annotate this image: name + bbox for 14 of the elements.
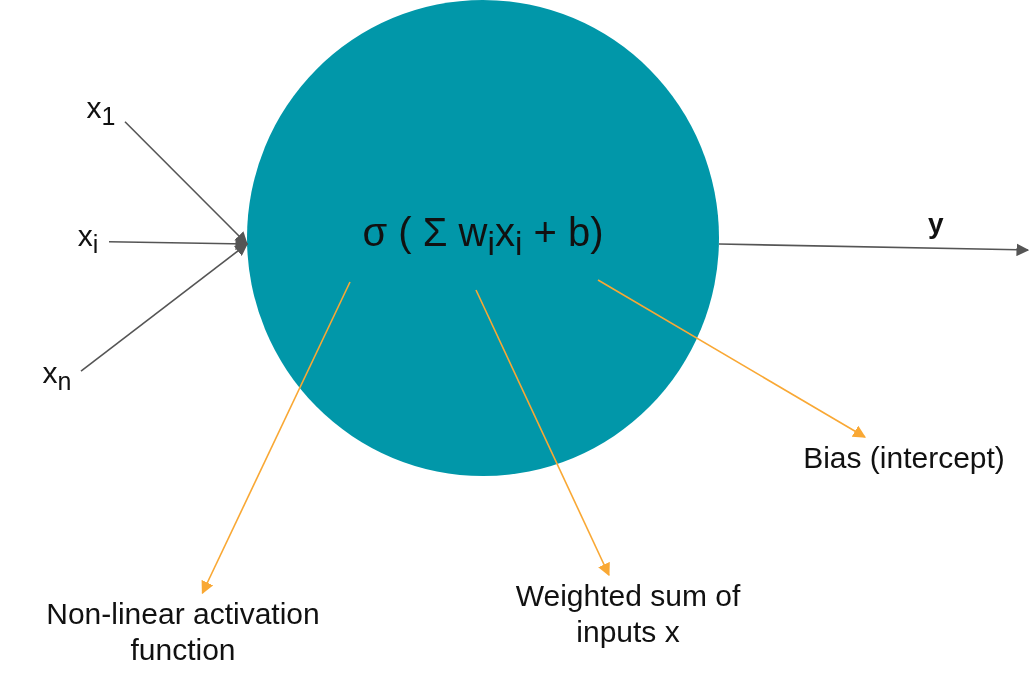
leader-line — [201, 281, 351, 595]
arrow — [80, 243, 248, 372]
input-label: x$_{i}$ — [70, 218, 106, 266]
leader-line — [475, 289, 610, 577]
output-label: y — [928, 208, 944, 240]
arrow — [124, 121, 248, 245]
annotation-text: Bias (intercept) — [775, 440, 1033, 480]
annotation-text: Non-linear activation function — [8, 596, 358, 672]
input-label: x$_{n}$ — [36, 355, 78, 403]
annotation-text: Weighted sum of inputs x — [478, 578, 778, 654]
input-label: x$_{1}$ — [80, 90, 122, 138]
leader-line — [597, 279, 866, 438]
arrow — [718, 243, 1030, 257]
formula-text: σ ( Σ w$_{i}$x$_{i}$ + b) — [362, 209, 604, 264]
